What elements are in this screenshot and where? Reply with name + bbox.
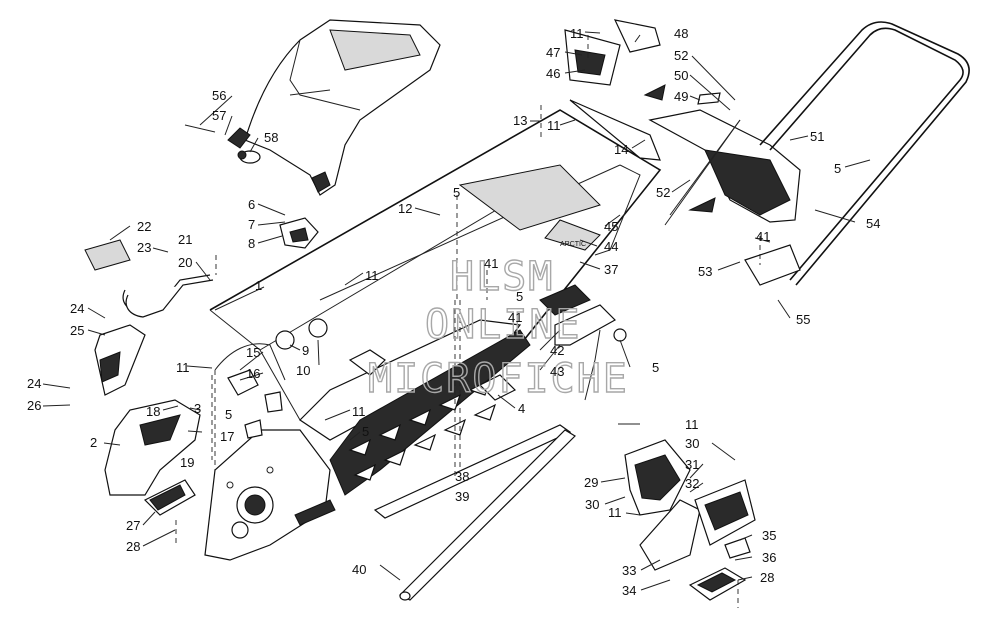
callout-11-d: 11	[176, 360, 190, 375]
callout-47: 47	[546, 45, 560, 60]
callout-11-a: 11	[365, 268, 379, 283]
callout-17: 17	[220, 429, 234, 444]
leader-lines	[42, 31, 871, 608]
callout-45: 45	[604, 219, 618, 234]
callout-5-d: 5	[834, 161, 841, 176]
seat	[184, 19, 441, 196]
callout-39: 39	[455, 489, 469, 504]
callout-19: 19	[180, 455, 194, 470]
callout-33: 33	[622, 563, 636, 578]
rear-side-parts	[624, 439, 756, 601]
callout-52-b: 52	[656, 185, 670, 200]
tunnel-assembly: ARCTIC	[204, 109, 662, 561]
callout-56: 56	[212, 88, 226, 103]
watermark-line-1: HLSM	[450, 254, 554, 300]
callout-54: 54	[866, 216, 880, 231]
callout-4: 4	[518, 401, 525, 416]
callout-41-a: 41	[484, 256, 498, 271]
callout-30-b: 30	[585, 497, 599, 512]
callout-52-a: 52	[674, 48, 688, 63]
callout-3: 3	[194, 401, 201, 416]
callout-27: 27	[126, 518, 140, 533]
watermark-line-2: ONLINE	[425, 302, 582, 348]
callout-1: 1	[255, 278, 262, 293]
tunnel-decal-text: ARCTIC	[560, 241, 586, 248]
callout-24-a: 24	[70, 301, 84, 316]
callout-46: 46	[546, 66, 560, 81]
callout-37: 37	[604, 262, 618, 277]
callout-5-b: 5	[516, 289, 523, 304]
callout-15: 15	[246, 345, 260, 360]
callout-38: 38	[455, 469, 469, 484]
front-brackets	[84, 239, 214, 516]
callout-48: 48	[674, 26, 688, 41]
callout-7: 7	[248, 217, 255, 232]
callout-8: 8	[248, 236, 255, 251]
callout-49: 49	[674, 89, 688, 104]
callout-50: 50	[674, 68, 688, 83]
callout-53: 53	[698, 264, 712, 279]
callout-24-b: 24	[27, 376, 41, 391]
callout-11-c: 11	[570, 26, 584, 41]
callout-34: 34	[622, 583, 636, 598]
callout-9: 9	[302, 343, 309, 358]
callout-35: 35	[762, 528, 776, 543]
callout-32: 32	[685, 476, 699, 491]
callout-16: 16	[246, 366, 260, 381]
callout-41-c: 41	[756, 229, 770, 244]
callout-22: 22	[137, 219, 151, 234]
rails	[373, 424, 576, 601]
callout-11-e: 11	[352, 404, 366, 419]
callout-5-c: 5	[652, 360, 659, 375]
callout-26: 26	[27, 398, 41, 413]
callout-labels: 1 2 3 4 5 5 5 5 5 5 6 7 8 9 10 11 11 11 …	[27, 26, 880, 598]
callout-5-a: 5	[453, 185, 460, 200]
callout-30-a: 30	[685, 436, 699, 451]
callout-31: 31	[685, 457, 699, 472]
callout-51: 51	[810, 129, 824, 144]
callout-43: 43	[550, 364, 564, 379]
callout-14: 14	[614, 142, 628, 157]
callout-41-b: 41	[508, 310, 522, 325]
callout-28-a: 28	[126, 539, 140, 554]
callout-23: 23	[137, 240, 151, 255]
watermark: HLSM ONLINE MICROFICHE	[367, 253, 629, 402]
callout-58: 58	[264, 130, 278, 145]
callout-40: 40	[352, 562, 366, 577]
callout-13: 13	[513, 113, 527, 128]
mid-components	[214, 217, 627, 439]
callout-44: 44	[604, 239, 618, 254]
callout-21: 21	[178, 232, 192, 247]
callout-18: 18	[146, 404, 160, 419]
callout-12: 12	[398, 201, 412, 216]
callout-2: 2	[90, 435, 97, 450]
callout-57: 57	[212, 108, 226, 123]
callout-20: 20	[178, 255, 192, 270]
callout-55: 55	[796, 312, 810, 327]
callout-29: 29	[584, 475, 598, 490]
callout-5-e: 5	[362, 424, 369, 439]
callout-6: 6	[248, 197, 255, 212]
callout-25: 25	[70, 323, 84, 338]
callout-5-f: 5	[225, 407, 232, 422]
callout-11-g: 11	[608, 505, 622, 520]
callout-28-b: 28	[760, 570, 774, 585]
callout-10: 10	[296, 363, 310, 378]
callout-36: 36	[762, 550, 776, 565]
watermark-line-3: MICROFICHE	[368, 356, 629, 402]
callout-11-b: 11	[547, 118, 561, 133]
callout-11-f: 11	[685, 417, 699, 432]
callout-42: 42	[550, 343, 564, 358]
